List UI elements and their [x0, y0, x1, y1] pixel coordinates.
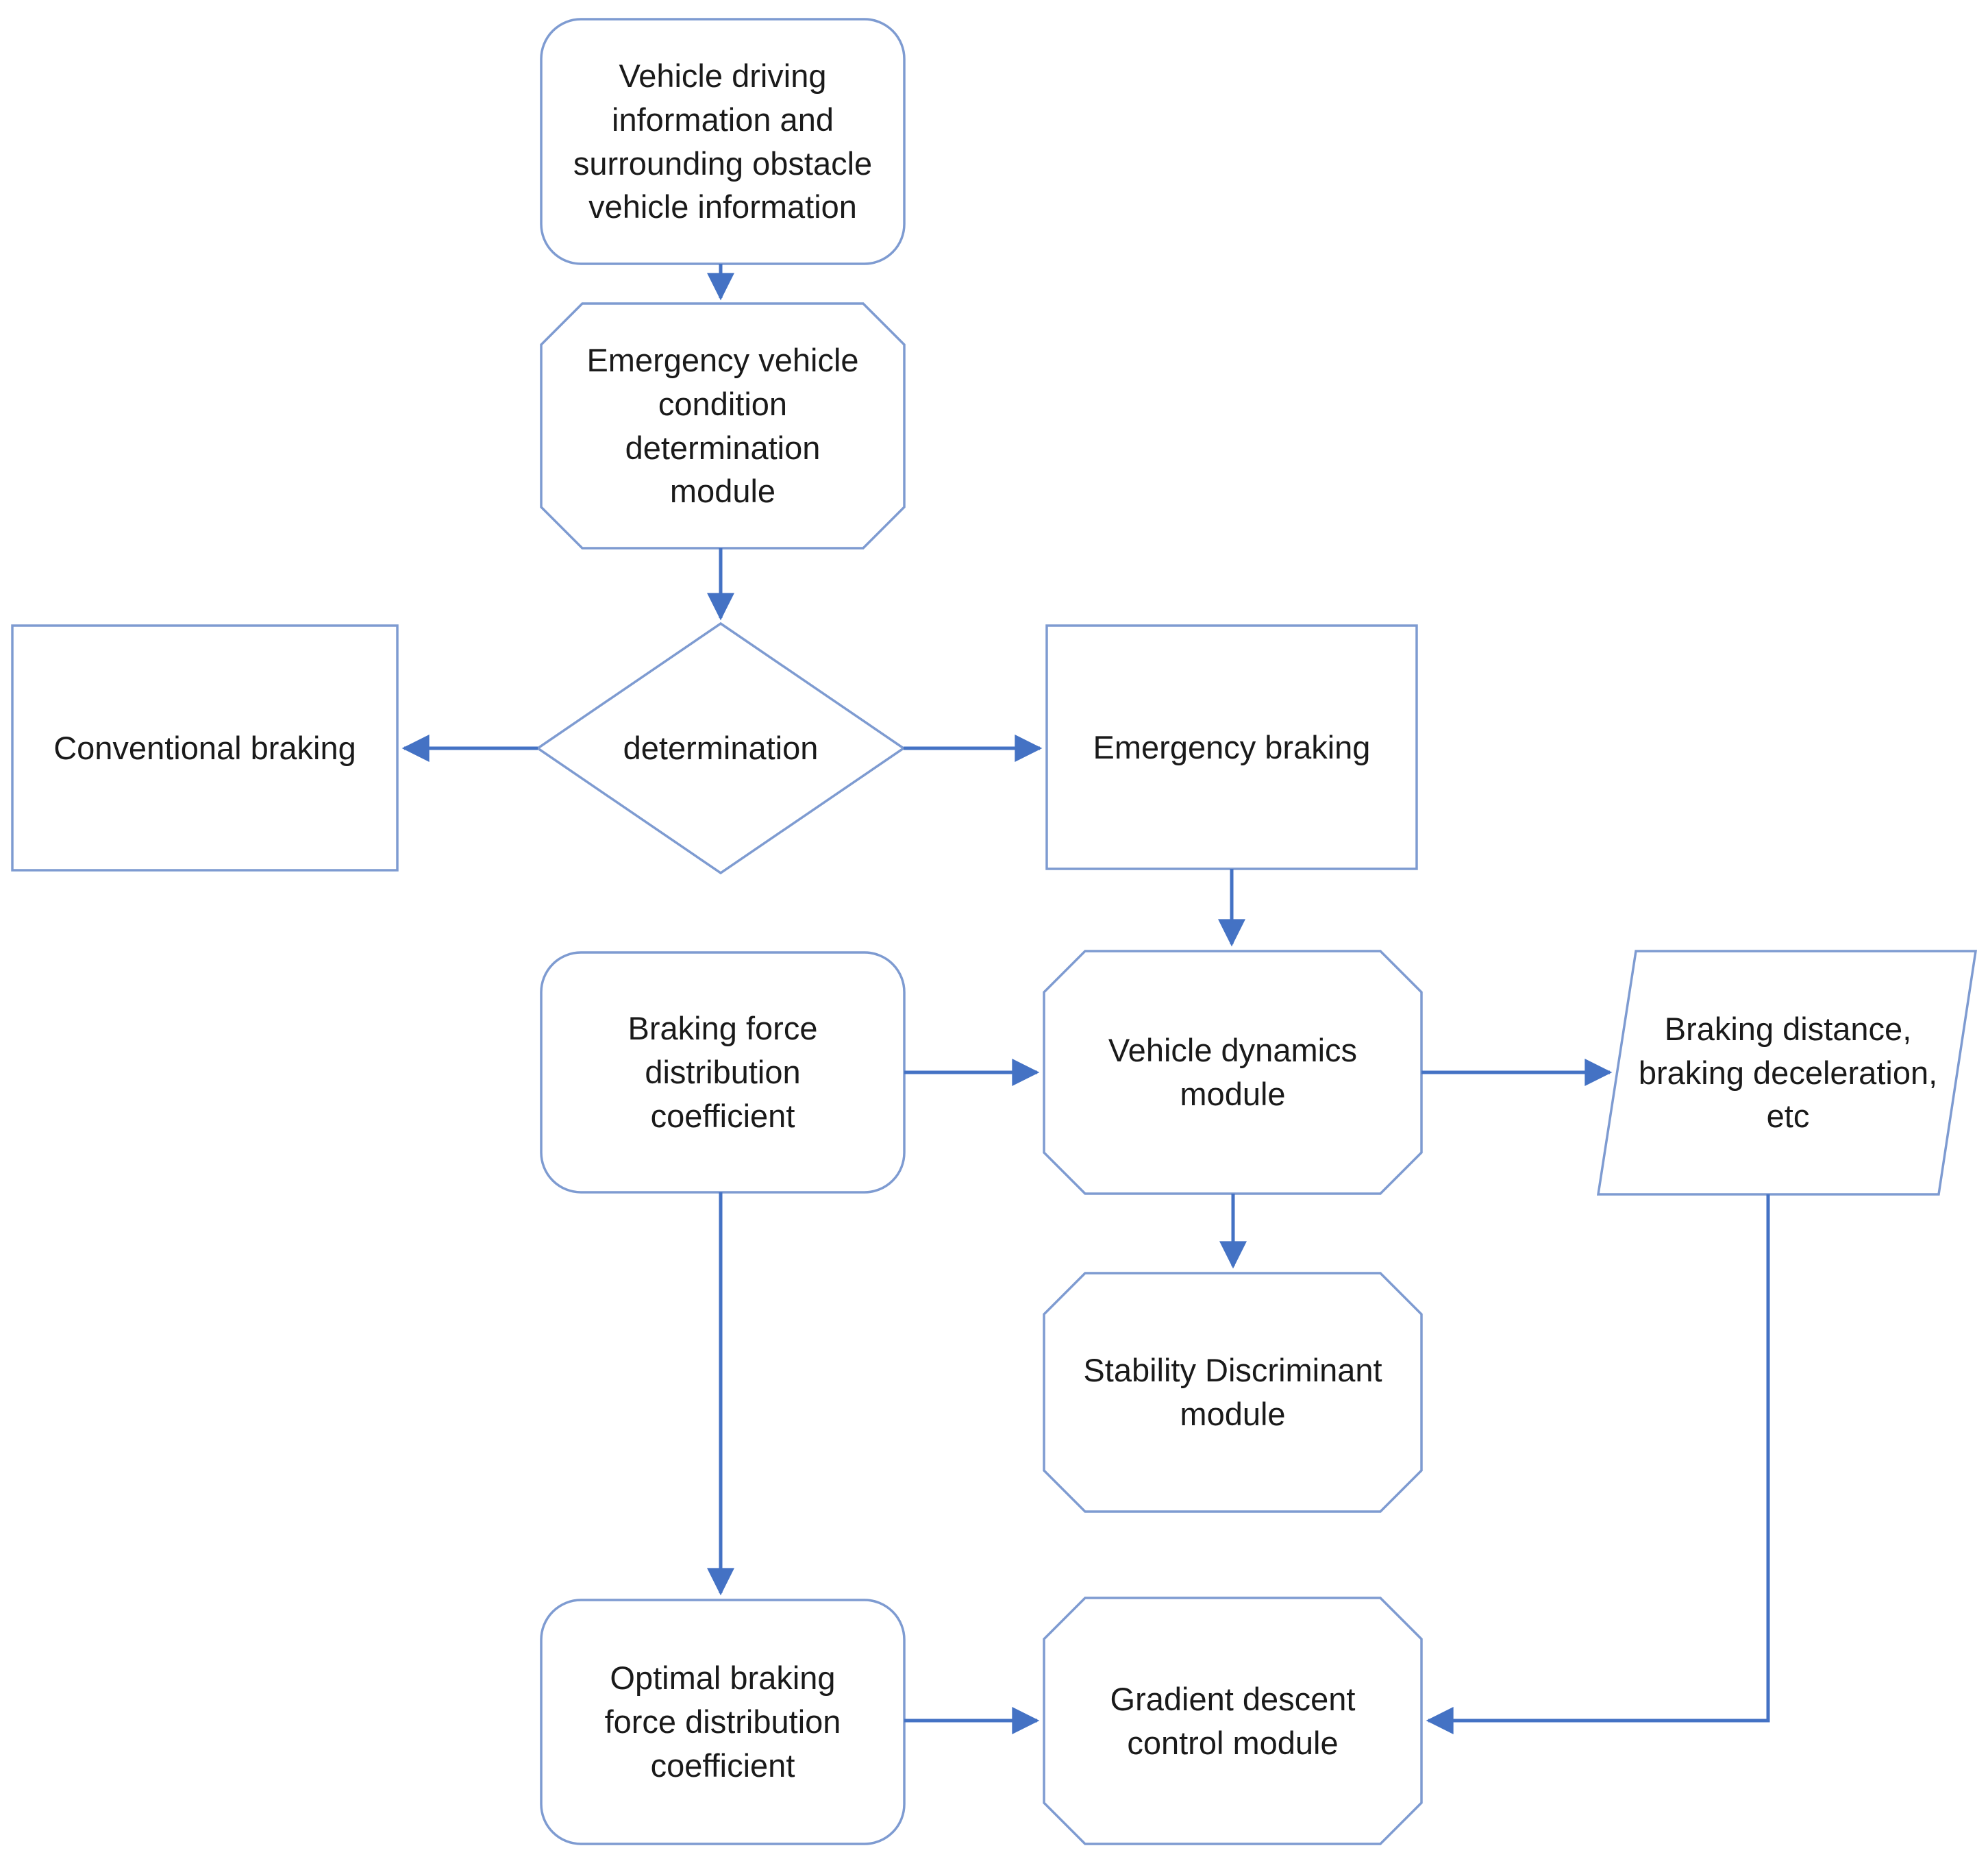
- node-emergency-braking-shape: [1045, 624, 1418, 870]
- node-vehicle-info-shape: [540, 18, 906, 265]
- node-conventional-braking-shape: [11, 624, 399, 872]
- edge-braking-distance-to-gradient-module: [1426, 1194, 1770, 1734]
- node-gradient-module-shape: [1043, 1597, 1423, 1845]
- node-determination-shape: [535, 621, 906, 875]
- node-braking-distance-output-shape: [1596, 950, 1978, 1196]
- node-stability-module-shape: [1043, 1272, 1423, 1513]
- node-optimal-coefficient-shape: [540, 1599, 906, 1845]
- node-vehicle-dynamics-module-shape: [1043, 950, 1423, 1195]
- node-emergency-condition-module-shape: [540, 302, 906, 550]
- node-braking-force-coefficient-shape: [540, 951, 906, 1194]
